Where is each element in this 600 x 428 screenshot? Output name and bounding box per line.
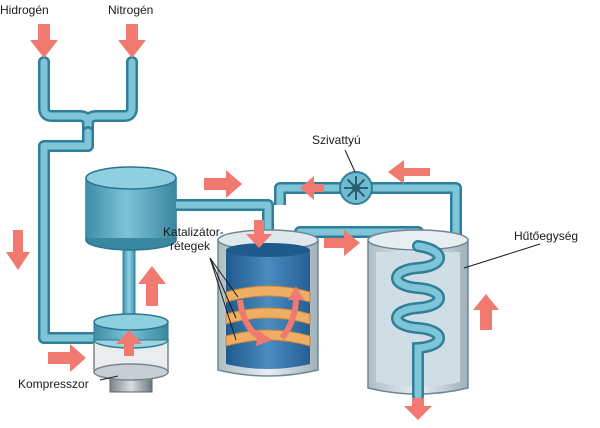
flow-arrow-icon (204, 170, 242, 198)
flow-arrow-icon (48, 344, 86, 372)
flow-arrow-icon (138, 266, 166, 306)
label-catalyst-1: Katalizátor- (163, 225, 224, 239)
labels: Hidrogén Nitrogén Szivattyú Katalizátor-… (0, 3, 578, 391)
flow-arrow-icon (473, 294, 499, 330)
coil-icon (391, 240, 445, 402)
pump-icon (339, 171, 373, 205)
label-compressor: Kompresszor (18, 377, 89, 391)
cooler-vessel (367, 229, 469, 402)
curved-flow-arrow-icon (279, 297, 299, 340)
reactor-vessel (217, 229, 319, 377)
flow-arrow-icon (246, 220, 272, 248)
flow-arrows (6, 24, 499, 420)
flow-arrow-icon (324, 230, 360, 256)
label-hydrogen: Hidrogén (0, 3, 49, 17)
flow-arrow-icon (404, 398, 432, 420)
flow-arrow-icon (118, 24, 146, 58)
label-catalyst-2: rétegek (170, 239, 211, 253)
flow-arrow-icon (300, 176, 324, 200)
label-nitrogen: Nitrogén (108, 3, 153, 17)
inlet-pipes (38, 56, 138, 344)
pointer-lines (99, 149, 541, 381)
label-pump: Szivattyú (312, 133, 361, 147)
label-cooler: Hűtőegység (514, 229, 578, 243)
flow-arrow-icon (30, 24, 58, 58)
flow-arrow-icon (388, 160, 430, 184)
flow-arrow-icon (116, 330, 142, 356)
flow-arrow-icon (6, 230, 30, 270)
